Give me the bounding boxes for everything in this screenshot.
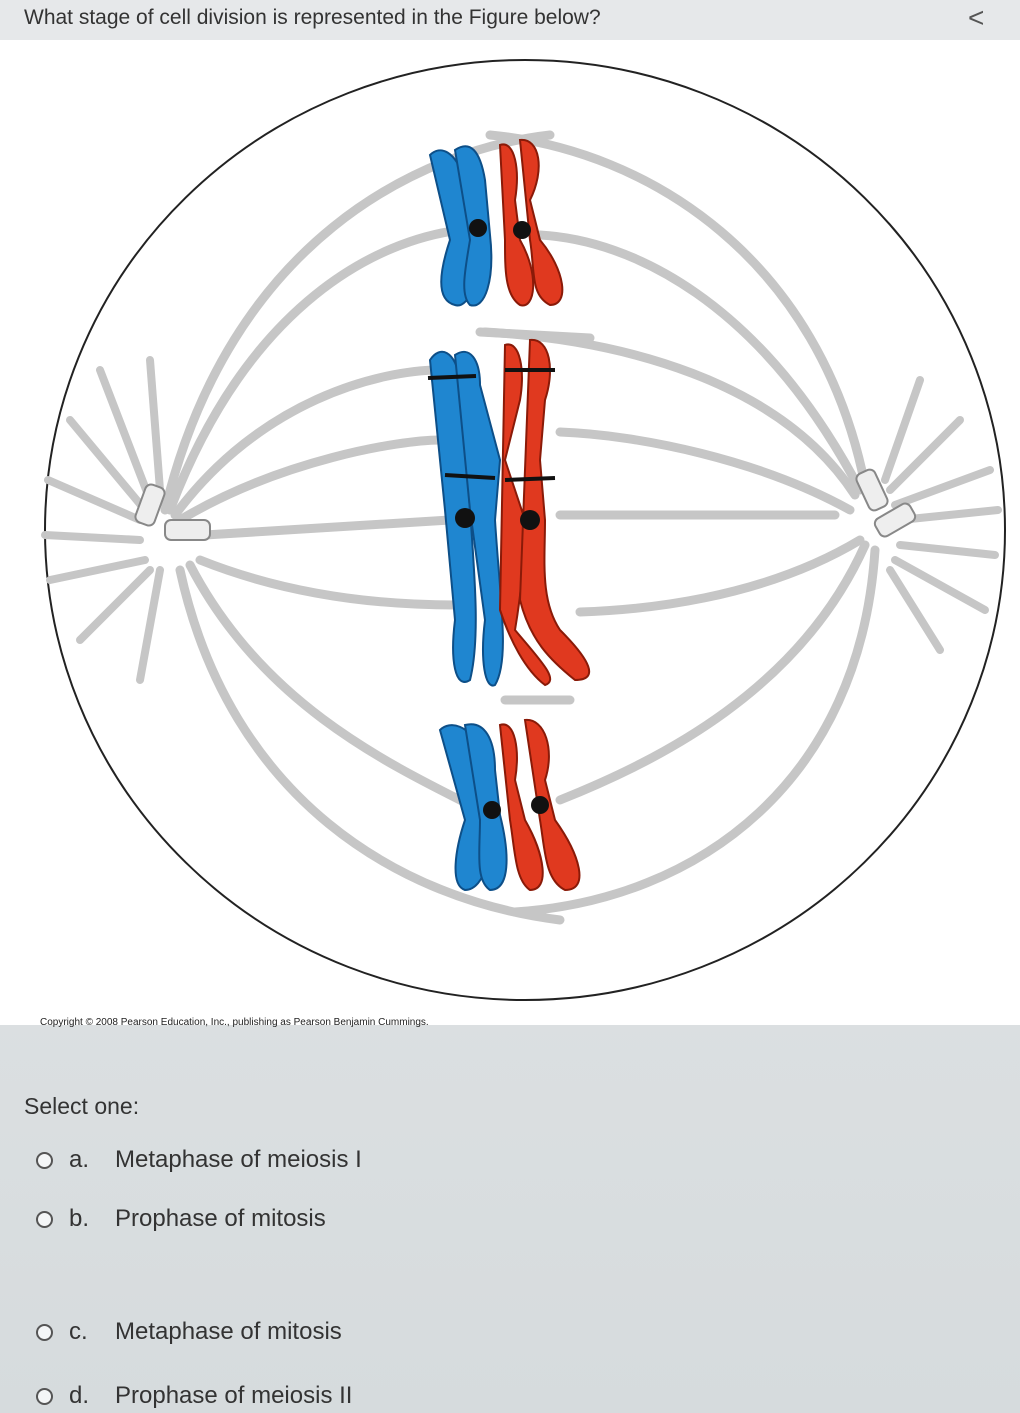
option-b[interactable]: b. Prophase of mitosis: [36, 1205, 326, 1233]
centrioles: [134, 468, 917, 541]
chevron-left-icon[interactable]: <: [968, 2, 985, 33]
option-c[interactable]: c. Metaphase of mitosis: [36, 1318, 342, 1346]
cell-division-figure: Copyright © 2008 Pearson Education, Inc.…: [0, 40, 1020, 1028]
astral-rays-right: [881, 376, 1002, 654]
question-text: What stage of cell division is represent…: [24, 6, 601, 29]
spindle-diagram: [41, 59, 1006, 1001]
tetrad-top: [428, 138, 564, 307]
figure-copyright: Copyright © 2008 Pearson Education, Inc.…: [40, 1017, 429, 1028]
option-letter: a.: [69, 1146, 90, 1173]
option-text: Metaphase of meiosis I: [115, 1146, 362, 1173]
select-one-label: Select one:: [24, 1093, 140, 1119]
radio-button[interactable]: [36, 1151, 53, 1169]
option-d[interactable]: d. Prophase of meiosis II: [36, 1382, 352, 1410]
option-text: Metaphase of mitosis: [115, 1318, 342, 1345]
tetrad-bottom: [438, 718, 581, 892]
astral-rays-left: [41, 356, 164, 684]
option-text: Prophase of mitosis: [115, 1205, 326, 1232]
radio-button[interactable]: [36, 1323, 53, 1341]
radio-button[interactable]: [36, 1387, 53, 1405]
spindle-fibers: [160, 130, 880, 925]
option-text: Prophase of meiosis II: [115, 1382, 353, 1409]
option-letter: b.: [69, 1205, 90, 1232]
option-letter: c.: [69, 1318, 88, 1345]
radio-button[interactable]: [36, 1210, 53, 1228]
tetrad-middle: [427, 338, 591, 687]
option-a[interactable]: a. Metaphase of meiosis I: [36, 1146, 362, 1174]
option-letter: d.: [69, 1382, 90, 1409]
